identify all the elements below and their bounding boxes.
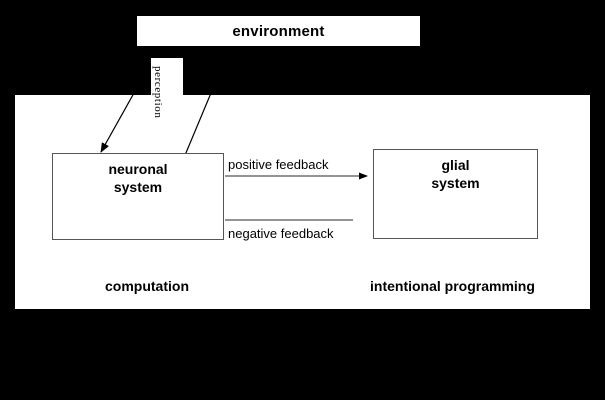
environment-box: environment — [137, 16, 420, 46]
glial-system-label: glial system — [431, 157, 480, 191]
positive-feedback-label: positive feedback — [228, 157, 329, 172]
perception-label: perception — [152, 66, 164, 119]
environment-label: environment — [232, 22, 325, 40]
glial-system-box: glial system — [373, 149, 538, 239]
negative-feedback-label: negative feedback — [228, 226, 334, 241]
neuronal-system-label: neuronal system — [108, 161, 168, 195]
neuronal-system-box: neuronal system — [52, 153, 224, 240]
perception-channel-tab — [151, 58, 183, 96]
intentional-programming-region-caption: intentional programming — [370, 278, 535, 294]
computation-region-caption: computation — [105, 278, 189, 294]
